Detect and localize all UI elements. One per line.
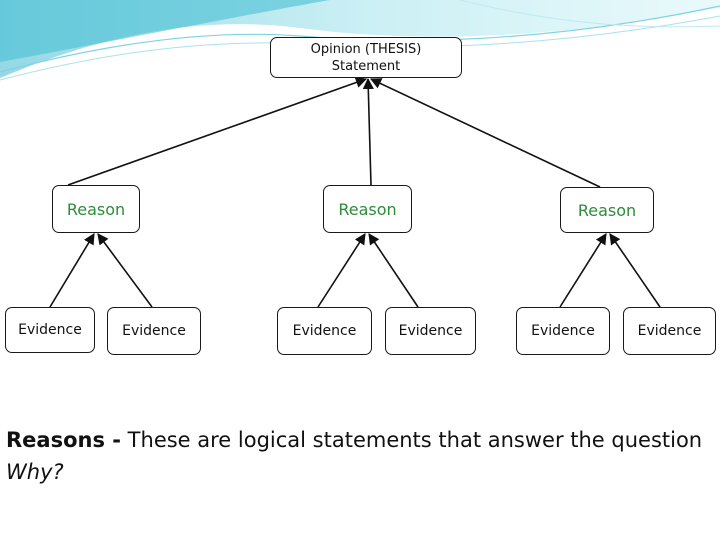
- connector-reason-3-to-thesis: [369, 78, 601, 188]
- evidence-label: Evidence: [398, 323, 463, 339]
- caption-body: These are logical statements that answer…: [121, 428, 703, 452]
- connector-evidence-5-to-reason-3: [559, 233, 607, 308]
- evidence-node-3: Evidence: [277, 307, 372, 355]
- evidence-label: Evidence: [122, 323, 186, 339]
- evidence-label: Evidence: [18, 322, 82, 338]
- thesis-line-1: Opinion (THESIS): [310, 41, 422, 57]
- connector-evidence-3-to-reason-2: [317, 233, 366, 308]
- evidence-node-5: Evidence: [516, 307, 610, 355]
- evidence-node-1: Evidence: [5, 307, 95, 353]
- connector-evidence-4-to-reason-2: [368, 233, 419, 308]
- connector-evidence-2-to-reason-1: [97, 233, 153, 308]
- caption-emphasis: Why?: [6, 460, 64, 484]
- caption-text: Reasons - These are logical statements t…: [6, 424, 706, 488]
- reason-node-3: Reason: [560, 187, 654, 233]
- evidence-label: Evidence: [531, 323, 595, 339]
- reason-node-2: Reason: [323, 185, 412, 233]
- reason-label: Reason: [338, 199, 397, 219]
- thesis-line-2: Statement: [331, 58, 401, 74]
- reason-node-1: Reason: [52, 185, 140, 233]
- evidence-node-4: Evidence: [385, 307, 476, 355]
- connector-evidence-1-to-reason-1: [49, 233, 95, 308]
- reason-label: Reason: [66, 199, 126, 219]
- evidence-node-2: Evidence: [107, 307, 201, 355]
- evidence-node-6: Evidence: [623, 307, 716, 355]
- connector-evidence-6-to-reason-3: [609, 233, 661, 308]
- evidence-label: Evidence: [637, 323, 702, 339]
- thesis-node: Opinion (THESIS) Statement: [270, 37, 462, 78]
- connector-reason-1-to-thesis: [67, 77, 368, 186]
- evidence-label: Evidence: [292, 323, 357, 339]
- connector-reason-2-to-thesis: [362, 77, 374, 186]
- reason-label: Reason: [577, 200, 637, 220]
- caption-term: Reasons -: [6, 428, 121, 452]
